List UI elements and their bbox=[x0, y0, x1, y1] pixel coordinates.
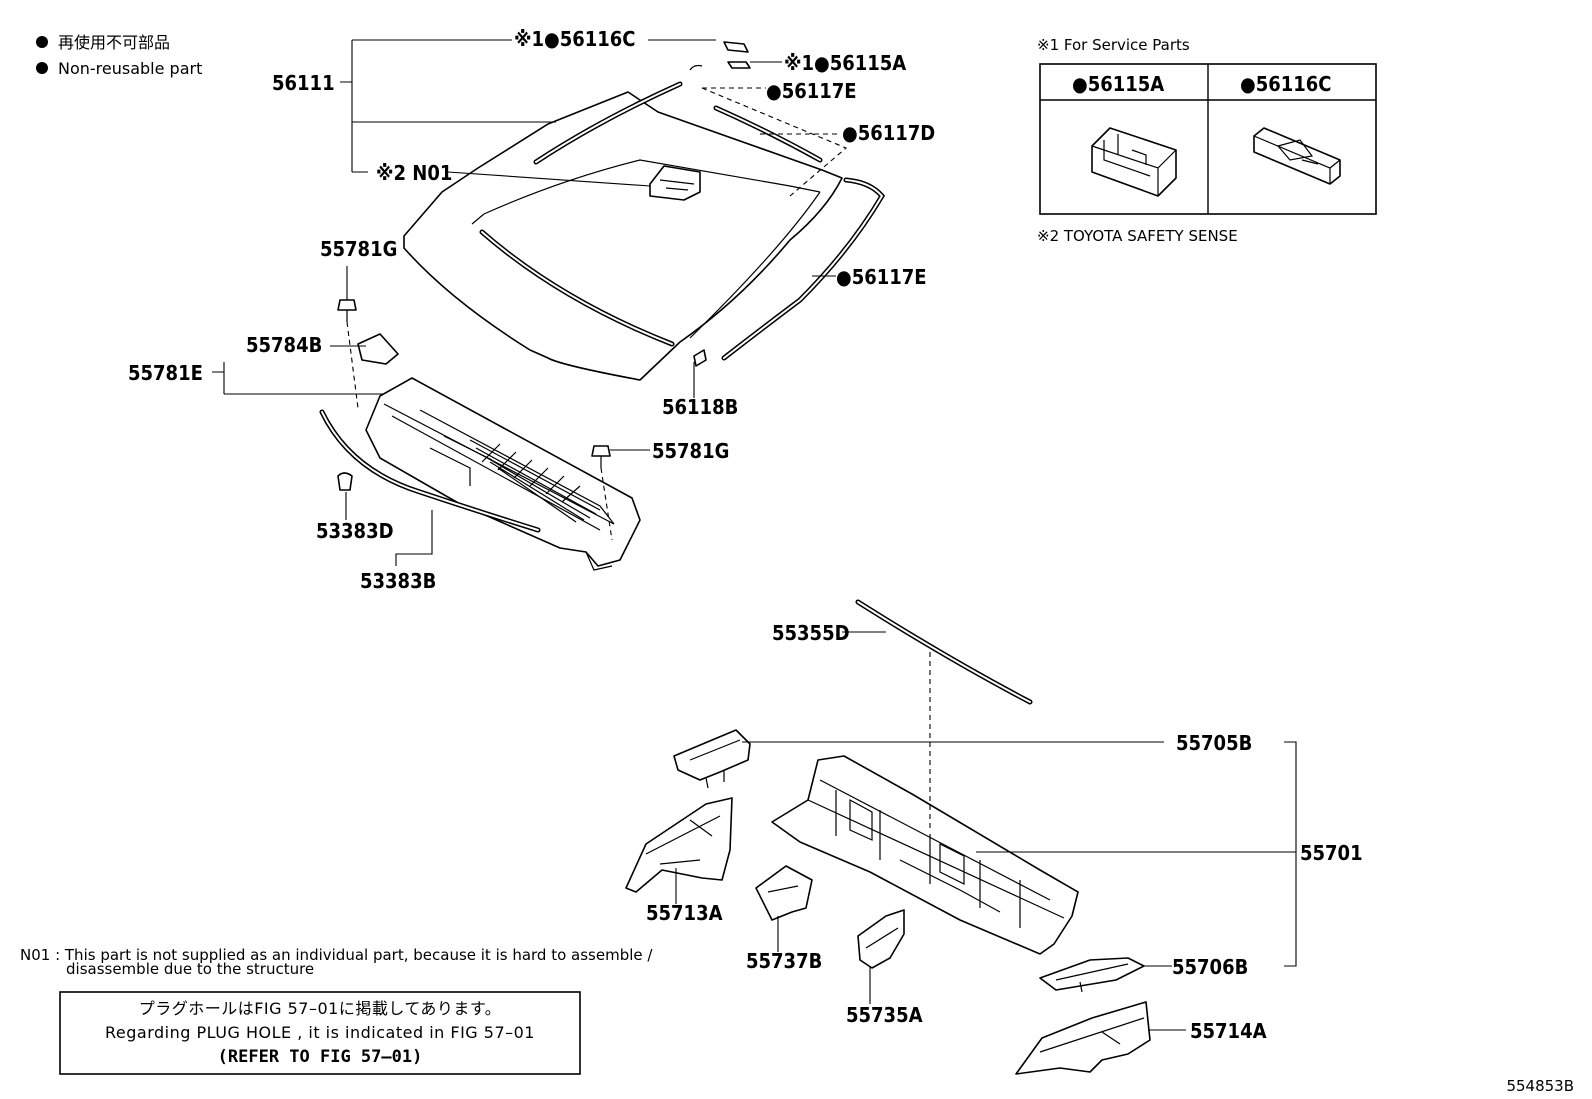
cowl-seal-strip bbox=[319, 409, 541, 533]
plug-hole-line-3: (REFER TO FIG 57–01) bbox=[218, 1047, 423, 1067]
callout-55701: 55701 bbox=[1300, 841, 1363, 865]
figure-id: 554853B bbox=[1506, 1077, 1574, 1095]
part-callouts: ※1●56116C ※1●56115A 56111 ●56117E ●56117… bbox=[128, 27, 1363, 1043]
callout-56111: 56111 bbox=[272, 71, 335, 95]
callout-55781G-top: 55781G bbox=[320, 237, 397, 261]
plug-hole-box-frame bbox=[59, 991, 581, 1075]
cowl-ventilator-louver bbox=[365, 377, 641, 571]
plug-hole-box: プラグホールはFIG 57–01に掲載してあります。 Regarding PLU… bbox=[59, 991, 581, 1075]
callout-56117E-top: ●56117E bbox=[766, 79, 857, 103]
callout-56115A: ※1●56115A bbox=[784, 51, 906, 75]
cowl-panel-assembly bbox=[625, 599, 1151, 1075]
n01-note: N01 : This part is not supplied as an in… bbox=[20, 946, 653, 978]
callout-56116C: ※1●56116C bbox=[514, 27, 636, 51]
callout-55355D: 55355D bbox=[772, 621, 850, 645]
callout-53383D: 53383D bbox=[316, 519, 394, 543]
n01-note-line-2: disassemble due to the structure bbox=[66, 960, 314, 978]
legend-dot-2 bbox=[36, 62, 48, 74]
service-parts-box: ※1 For Service Parts ●56115A ●56116C ※2 … bbox=[1037, 36, 1377, 245]
legend-line-2: Non-reusable part bbox=[58, 59, 202, 78]
service-col1-header: ●56115A bbox=[1072, 72, 1164, 96]
service-box-title: ※1 For Service Parts bbox=[1037, 36, 1190, 54]
glass-moldings bbox=[533, 64, 886, 367]
callout-55714A: 55714A bbox=[1190, 1019, 1267, 1043]
safety-sense-note: ※2 TOYOTA SAFETY SENSE bbox=[1037, 227, 1238, 245]
callout-55781G-mid: 55781G bbox=[652, 439, 729, 463]
callout-55784B: 55784B bbox=[246, 333, 322, 357]
callout-55735A: 55735A bbox=[846, 1003, 923, 1027]
windshield-glass bbox=[403, 91, 843, 381]
callout-N01: ※2 N01 bbox=[376, 161, 452, 185]
cowl-mesh bbox=[469, 439, 601, 523]
callout-55705B: 55705B bbox=[1176, 731, 1252, 755]
clip-parts-top bbox=[723, 41, 751, 69]
clip-56115A-drawing bbox=[1091, 127, 1177, 197]
callout-55781E: 55781E bbox=[128, 361, 203, 385]
callout-55706B: 55706B bbox=[1172, 955, 1248, 979]
n01-note-line-1: N01 : This part is not supplied as an in… bbox=[20, 946, 653, 964]
service-col2-header: ●56116C bbox=[1240, 72, 1332, 96]
legend-line-1: 再使用不可部品 bbox=[58, 33, 170, 52]
callout-55713A: 55713A bbox=[646, 901, 723, 925]
leader-lines bbox=[212, 39, 1297, 1031]
fasteners bbox=[337, 299, 611, 491]
legend-dot-1 bbox=[36, 36, 48, 48]
callout-55737B: 55737B bbox=[746, 949, 822, 973]
bracket-56116C-drawing bbox=[1253, 127, 1341, 185]
callout-56117D: ●56117D bbox=[842, 121, 935, 145]
legend: 再使用不可部品 Non-reusable part bbox=[36, 33, 202, 78]
callout-56117E-right: ●56117E bbox=[836, 265, 927, 289]
plug-hole-line-1: プラグホールはFIG 57–01に掲載してあります。 bbox=[139, 999, 502, 1018]
callout-56118B: 56118B bbox=[662, 395, 738, 419]
callout-53383B: 53383B bbox=[360, 569, 436, 593]
plug-hole-line-2: Regarding PLUG HOLE , it is indicated in… bbox=[105, 1023, 535, 1042]
